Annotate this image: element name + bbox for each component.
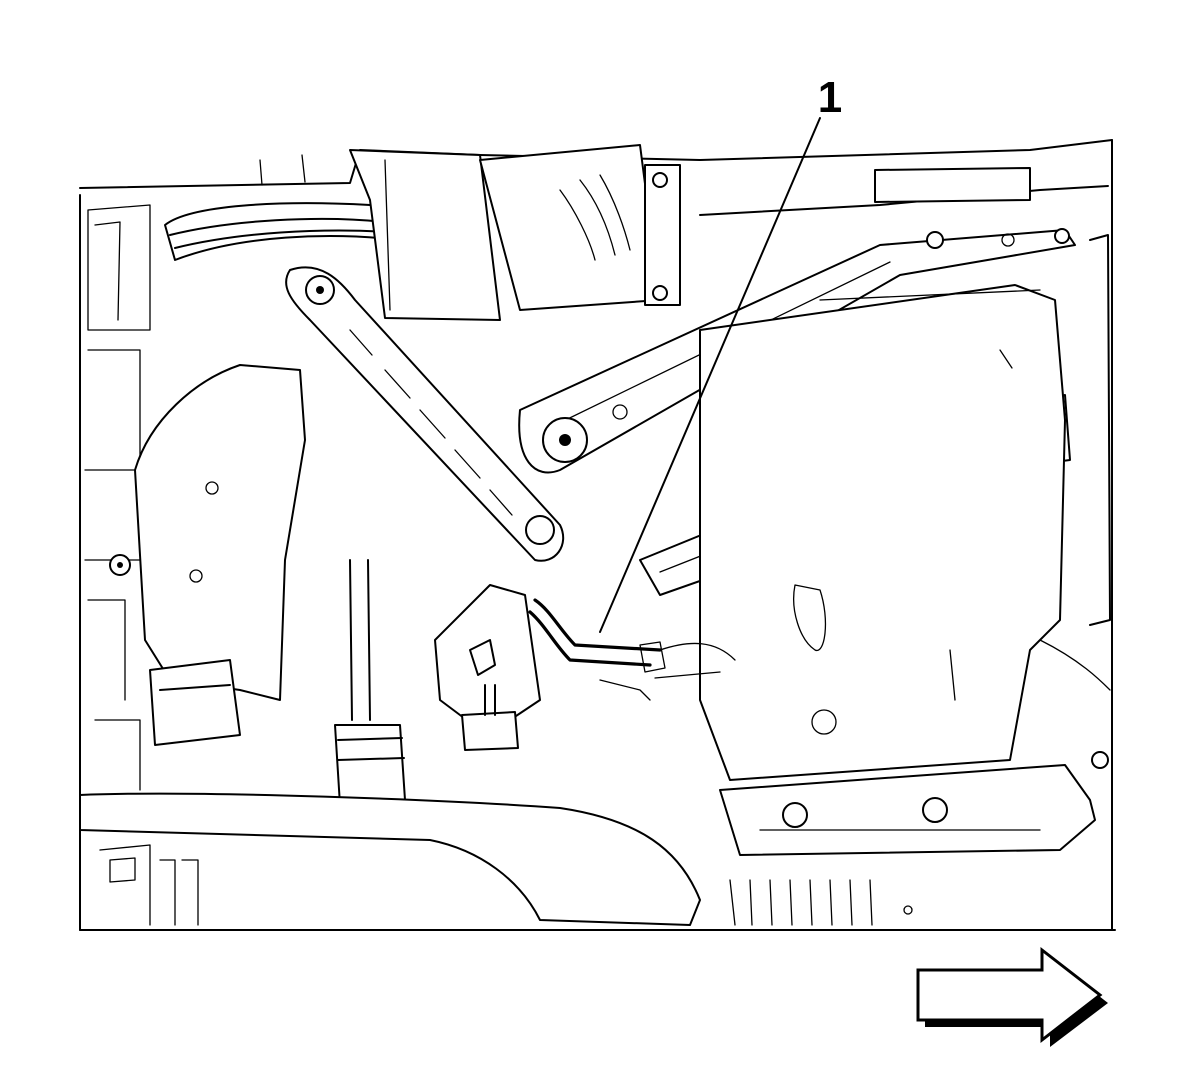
lower-arm-bracket <box>434 584 541 751</box>
shock-tower <box>164 144 681 321</box>
knuckle <box>109 364 306 746</box>
callout-1: 1 <box>599 73 842 633</box>
lateral-link-upper <box>518 228 1076 474</box>
callout-label: 1 <box>818 73 842 122</box>
crossmember <box>79 792 701 926</box>
right-arrow-icon <box>916 946 1108 1047</box>
brake-line <box>528 598 736 701</box>
toe-link <box>285 266 565 562</box>
shock-absorber <box>334 559 406 806</box>
heat-shield <box>719 751 1109 926</box>
fuel-tank <box>699 284 1111 781</box>
